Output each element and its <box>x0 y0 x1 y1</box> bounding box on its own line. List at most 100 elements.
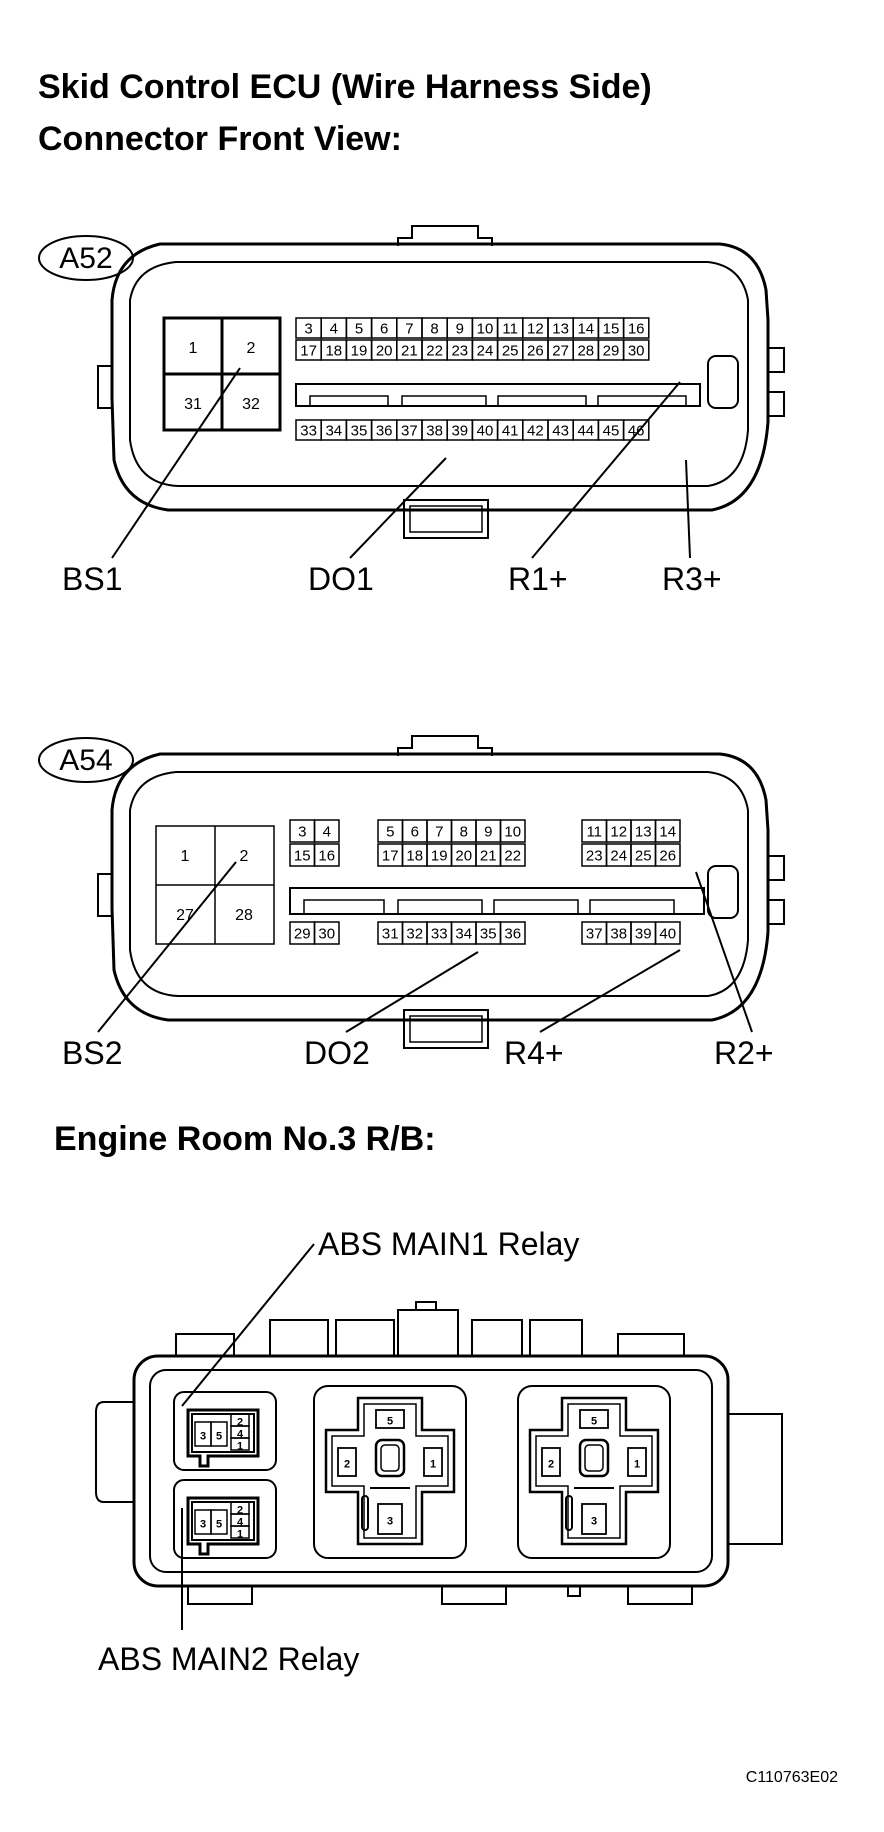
a54-pin-8: 8 <box>460 824 468 841</box>
a54-pin-40: 40 <box>659 926 676 943</box>
a52-pin-43: 43 <box>552 423 569 440</box>
relay-pin-5-cell <box>210 1421 228 1447</box>
a54-pin-25: 25 <box>635 848 652 865</box>
a52-pin-17: 17 <box>300 343 317 360</box>
a54-pin-10: 10 <box>504 824 521 841</box>
a54-pin-15: 15 <box>294 848 311 865</box>
a52-pin-25: 25 <box>502 343 519 360</box>
relay-pin-5: 5 <box>216 1519 222 1531</box>
a54-pin-19: 19 <box>431 848 448 865</box>
large-relay-pin-1-cell <box>423 1447 443 1477</box>
a54-pin-23: 23 <box>586 848 603 865</box>
a52-pin-33: 33 <box>300 423 317 440</box>
large-relay-pin-1-cell <box>627 1447 647 1477</box>
label-r4plus: R4+ <box>504 1035 564 1071</box>
large-relay-pin-2-cell <box>337 1447 357 1477</box>
a52-pin-2: 2 <box>247 340 256 357</box>
a52-pin-32: 32 <box>242 396 260 413</box>
large-relay-pin-3: 3 <box>591 1516 597 1528</box>
a52-leader-lines <box>111 367 691 559</box>
a52-pin-22: 22 <box>426 343 443 360</box>
a52-pin-19: 19 <box>351 343 368 360</box>
a54-pin-38: 38 <box>610 926 627 943</box>
a54-pin-14: 14 <box>659 824 676 841</box>
label-bs2: BS2 <box>62 1035 122 1071</box>
a54-pin-20: 20 <box>455 848 472 865</box>
a54-tag: A54 <box>59 744 112 777</box>
large-relay-pin-1: 1 <box>634 1459 640 1471</box>
label-r2plus: R2+ <box>714 1035 774 1071</box>
a52-pin-37: 37 <box>401 423 418 440</box>
relay-pin-1-cell <box>230 1437 250 1451</box>
a54-pin-28: 28 <box>235 907 253 924</box>
a54-pin-37: 37 <box>586 926 603 943</box>
a52-pin-8: 8 <box>430 321 438 338</box>
a54-pin-26-cell <box>654 843 681 867</box>
relay-pin-1-cell <box>230 1525 250 1539</box>
a54-pin-29: 29 <box>294 926 311 943</box>
a52-pin-39: 39 <box>451 423 468 440</box>
a52-pin-9: 9 <box>456 321 464 338</box>
a52-pin-10: 10 <box>477 321 494 338</box>
a54-pin-35: 35 <box>480 926 497 943</box>
a52-pin-40: 40 <box>477 423 494 440</box>
a52-pin-11: 11 <box>502 321 518 338</box>
relay-pin-1: 1 <box>237 1441 243 1453</box>
relay-leader-lines <box>181 1243 315 1630</box>
a54-leader-lines <box>97 861 753 1033</box>
a52-pin-12: 12 <box>527 321 544 338</box>
a52-pin-14: 14 <box>577 321 594 338</box>
relay-pin-3: 3 <box>200 1519 206 1531</box>
a54-pin-22: 22 <box>504 848 521 865</box>
relay-block <box>95 1301 783 1605</box>
a52-pin-29: 29 <box>603 343 620 360</box>
a54-pin-10-cell <box>499 819 526 843</box>
large-relay-pin-3-cell <box>581 1503 607 1535</box>
a54-pin-16: 16 <box>318 848 335 865</box>
a54-pin-32: 32 <box>406 926 423 943</box>
relay-pin-5-cell <box>210 1509 228 1535</box>
a52-pin-20: 20 <box>376 343 393 360</box>
a52-pin-28: 28 <box>577 343 594 360</box>
a52-pin-16-cell <box>622 317 650 339</box>
a52-tag: A52 <box>59 242 112 275</box>
large-relay-pin-2-cell <box>541 1447 561 1477</box>
a52-pin-3: 3 <box>304 321 312 338</box>
a52-pin-34: 34 <box>325 423 342 440</box>
a54-pin-36-cell <box>499 921 526 945</box>
relay-pin-4: 4 <box>237 1429 244 1441</box>
a52-pin-6: 6 <box>380 321 388 338</box>
a54-pin-7: 7 <box>435 824 443 841</box>
a54-pin-2: 2 <box>240 848 249 865</box>
large-relay-pin-3: 3 <box>387 1516 393 1528</box>
connector-a52 <box>38 225 785 539</box>
a54-pin-12: 12 <box>610 824 627 841</box>
a54-pin-36: 36 <box>504 926 521 943</box>
a52-pin-30: 30 <box>628 343 645 360</box>
a52-pin-5: 5 <box>355 321 363 338</box>
relay-pin-5: 5 <box>216 1431 222 1443</box>
a54-pin-40-cell <box>654 921 681 945</box>
a54-pin-33: 33 <box>431 926 448 943</box>
large-relay-pin-5-cell <box>579 1409 609 1429</box>
a54-pin-11: 11 <box>586 824 602 841</box>
a52-pin-46-cell <box>622 419 650 441</box>
a52-pin-45: 45 <box>603 423 620 440</box>
a52-pin-21: 21 <box>401 343 418 360</box>
a52-pin-38: 38 <box>426 423 443 440</box>
a52-pin-15: 15 <box>603 321 620 338</box>
a54-pin-22-cell <box>499 843 526 867</box>
a54-pin-3: 3 <box>298 824 306 841</box>
a52-pin-1: 1 <box>189 340 198 357</box>
a54-pin-30: 30 <box>318 926 335 943</box>
a54-pin-17: 17 <box>382 848 399 865</box>
a52-pin-41: 41 <box>502 423 519 440</box>
a54-pin-26: 26 <box>659 848 676 865</box>
